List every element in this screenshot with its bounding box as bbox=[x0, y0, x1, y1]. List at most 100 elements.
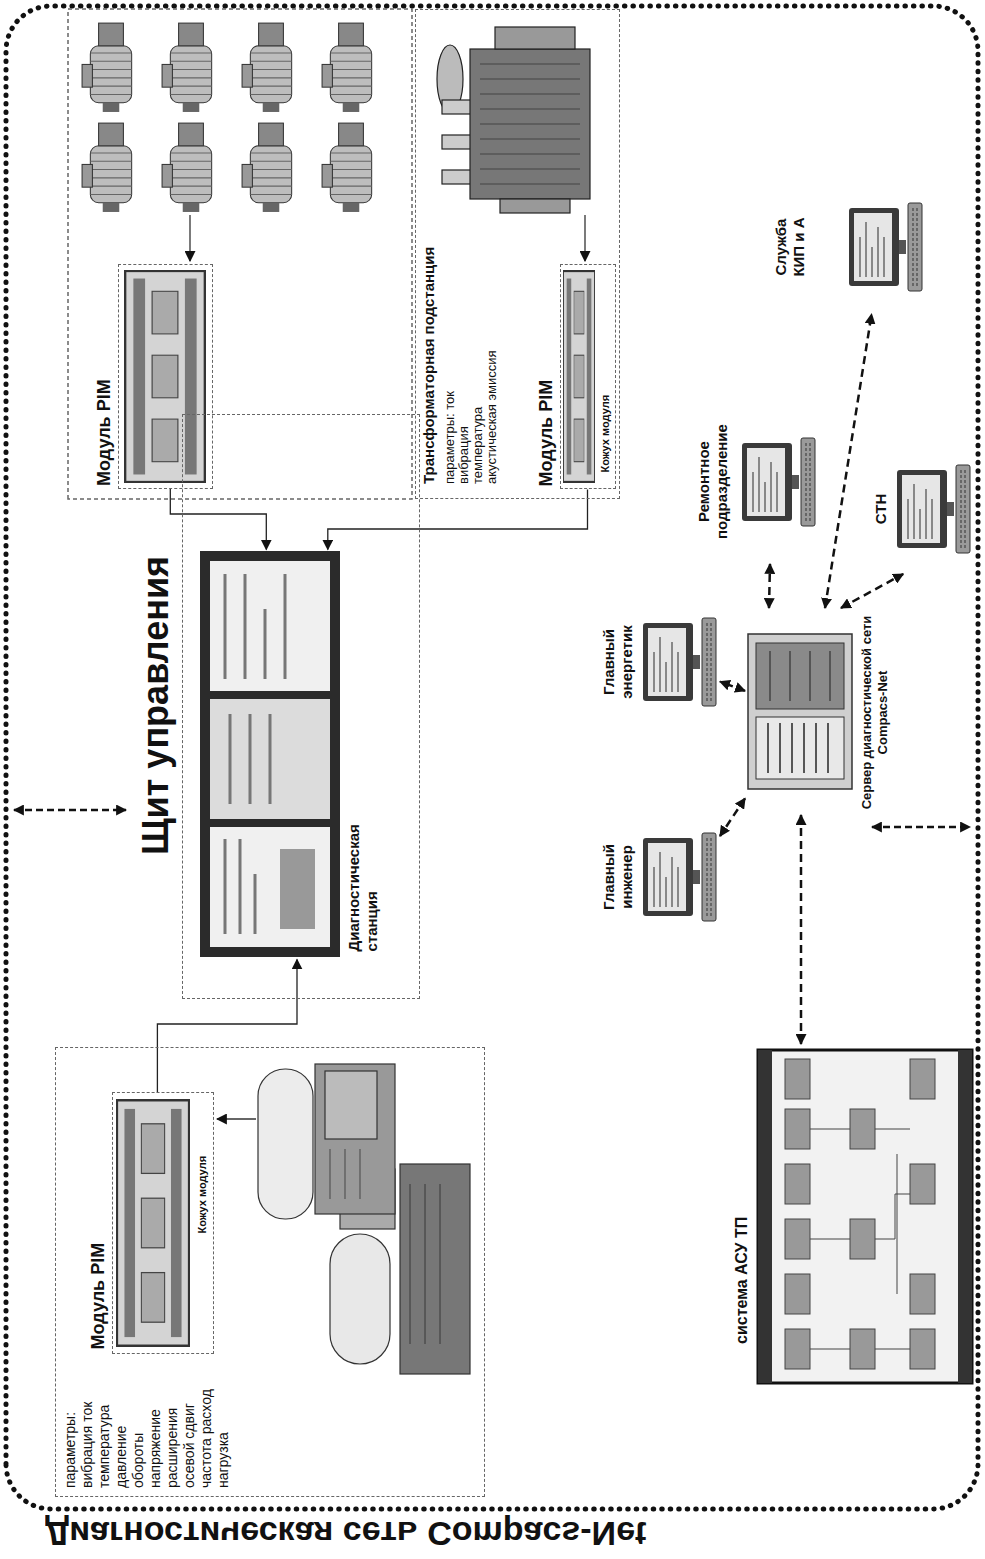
node-label: система АСУ ТП bbox=[732, 1217, 752, 1344]
drawing-part bbox=[785, 1274, 810, 1314]
drawing-part bbox=[442, 100, 472, 114]
drawing-part bbox=[125, 271, 205, 482]
drawing-part bbox=[758, 1050, 772, 1383]
control-panel: Щит управленияДиагностическая станция bbox=[182, 414, 420, 999]
motor-picture bbox=[82, 23, 372, 212]
drawing-part bbox=[810, 1129, 910, 1349]
drawing-part bbox=[850, 1219, 875, 1259]
drawing-part bbox=[849, 203, 922, 291]
network-server: Сервер диагностической сети Compacs-Net bbox=[745, 608, 905, 815]
drawing-part bbox=[442, 170, 472, 184]
drawing-part bbox=[410, 1184, 440, 1344]
pim-module: Модуль PIM bbox=[118, 264, 213, 489]
drawing-part bbox=[117, 1100, 189, 1346]
node-label: Кожух модуля bbox=[196, 1156, 209, 1234]
signal-arrow bbox=[584, 215, 585, 261]
parameter-group: параметры: вибрация ток температура давл… bbox=[55, 1047, 485, 1497]
network-link bbox=[841, 574, 903, 608]
drawing-part bbox=[910, 1164, 935, 1204]
drawing-part bbox=[210, 561, 330, 691]
node-label: параметры: ток вибрация температура акус… bbox=[443, 349, 499, 484]
drawing-part bbox=[325, 1071, 377, 1139]
drawing-part bbox=[280, 849, 315, 929]
network-link bbox=[720, 798, 745, 836]
scada-screenshot bbox=[758, 1050, 972, 1383]
drawing-part bbox=[958, 1050, 972, 1383]
drawing-part bbox=[785, 1164, 810, 1204]
network-link bbox=[720, 682, 745, 691]
drawing-part bbox=[480, 64, 580, 184]
drawing-part bbox=[742, 438, 815, 526]
drawing-part bbox=[910, 1329, 935, 1369]
drawing-part bbox=[500, 199, 570, 213]
drawing-part bbox=[785, 1219, 810, 1259]
signal-arrow bbox=[189, 215, 190, 261]
drawing-part bbox=[897, 465, 970, 553]
node-label: Служба КИП и А bbox=[772, 207, 808, 287]
drawing-part bbox=[162, 23, 212, 112]
drawing-part bbox=[910, 1059, 935, 1099]
drawing-part bbox=[756, 717, 844, 779]
external-link-arrow bbox=[14, 809, 126, 812]
drawing-part bbox=[330, 1234, 390, 1364]
network-boundary bbox=[6, 6, 978, 1509]
drawing-part bbox=[330, 1149, 360, 1199]
network-link bbox=[769, 564, 770, 608]
drawing-part bbox=[210, 827, 330, 947]
drawing-part bbox=[82, 123, 132, 212]
workstation: Главный энергетик bbox=[600, 594, 720, 729]
drawing-part bbox=[200, 551, 340, 957]
drawing-part bbox=[400, 1164, 470, 1374]
diagram-title: Диагностическая сеть Compacs-Net bbox=[45, 1514, 646, 1554]
drawing-part bbox=[470, 49, 590, 199]
drawing-part bbox=[315, 1064, 395, 1214]
signal-line bbox=[170, 489, 266, 550]
workstation: Главный инженер bbox=[600, 809, 720, 944]
drawing-part bbox=[322, 23, 372, 112]
pim-module: Модуль PIMКожух модуля bbox=[112, 1093, 214, 1355]
node-heading: Модуль PIM bbox=[87, 1243, 109, 1350]
node-label: Главный инженер bbox=[600, 827, 636, 927]
drawing-part bbox=[785, 1059, 810, 1099]
node-label: Кожух модуля bbox=[599, 395, 612, 473]
drawing-part bbox=[643, 833, 716, 921]
signal-line bbox=[157, 960, 297, 1093]
network-link bbox=[800, 815, 803, 1044]
workstation: Служба КИП и А bbox=[772, 179, 938, 314]
node-heading: Щит управления bbox=[135, 413, 177, 998]
cabinet-picture bbox=[200, 551, 340, 957]
drawing-part bbox=[242, 23, 292, 112]
drawing-part bbox=[785, 1109, 810, 1149]
drawing-part bbox=[910, 1274, 935, 1314]
computer-picture bbox=[643, 203, 970, 921]
signal-arrow bbox=[217, 1118, 256, 1119]
node-heading: Модуль PIM bbox=[535, 380, 557, 487]
external-link-arrow bbox=[872, 826, 970, 829]
drawing-part bbox=[225, 574, 285, 934]
pim-module: Модуль PIMКожух модуля bbox=[560, 265, 616, 490]
drawing-part bbox=[748, 634, 852, 789]
pim-board bbox=[117, 271, 594, 1346]
drawing-part bbox=[442, 135, 472, 149]
drawing-part bbox=[495, 27, 575, 49]
scada-screen: система АСУ ТП bbox=[730, 1044, 975, 1389]
node-label: Диагностическая станция bbox=[345, 802, 381, 952]
drawing-part bbox=[850, 1329, 875, 1369]
node-heading: Модуль PIM bbox=[93, 379, 115, 486]
drawing-part bbox=[258, 1069, 313, 1219]
network-link bbox=[825, 314, 872, 608]
drawing-part bbox=[850, 1109, 875, 1149]
drawing-part bbox=[758, 1050, 972, 1383]
group-outline bbox=[68, 9, 412, 499]
node-label: Сервер диагностической сети Compacs-Net bbox=[859, 610, 891, 815]
drawing-part bbox=[785, 1059, 935, 1369]
drawing-part bbox=[162, 123, 212, 212]
node-label: Трансформаторная подстанция bbox=[420, 247, 438, 484]
drawing-part bbox=[322, 123, 372, 212]
drawing-part bbox=[643, 618, 716, 706]
transformer-picture bbox=[437, 27, 590, 213]
diagnostic-station: Диагностическая станция bbox=[195, 550, 400, 960]
drawing-part bbox=[768, 651, 830, 773]
